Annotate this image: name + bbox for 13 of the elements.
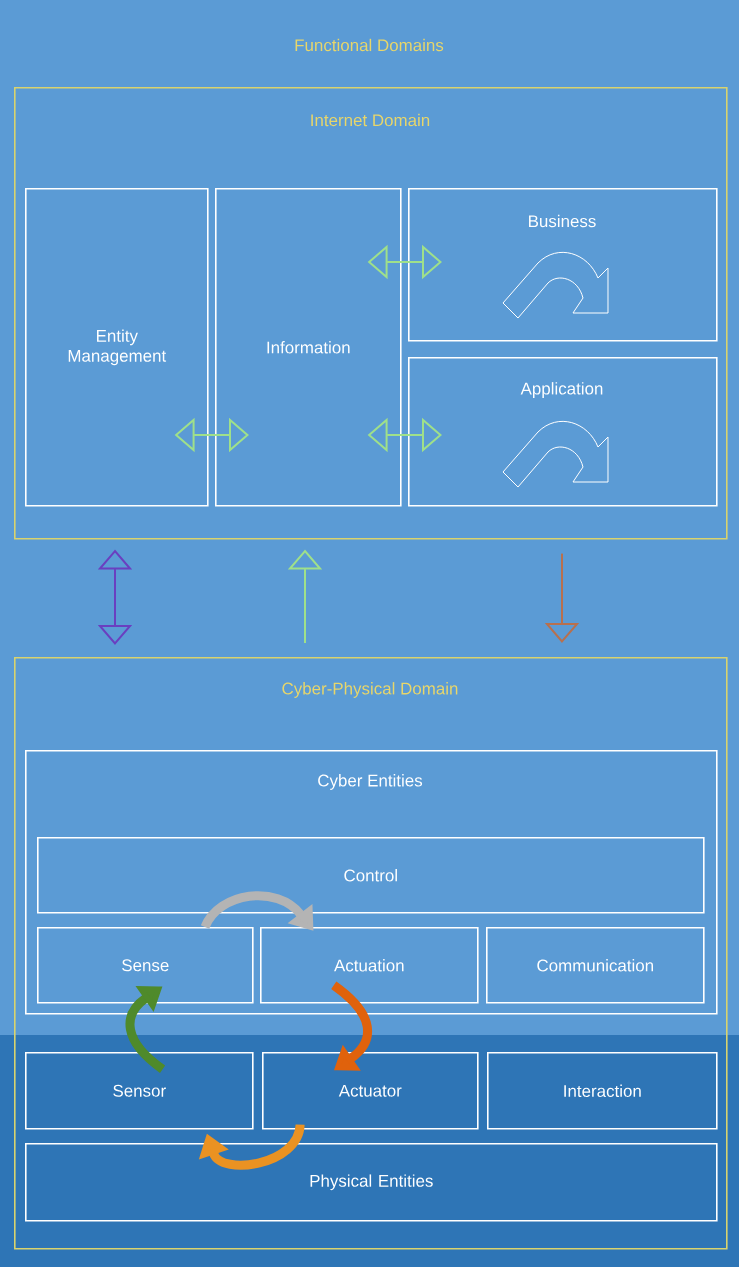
process-box: Sense <box>37 927 254 1004</box>
process-box: Actuation <box>260 927 479 1004</box>
process-box: Information <box>215 188 402 507</box>
process-box: Communication <box>486 927 705 1004</box>
process-box: Application <box>408 357 718 507</box>
process-box: Entity Management <box>25 188 209 507</box>
process-box: Sensor <box>25 1052 254 1130</box>
process-box: Physical Entities <box>25 1143 718 1222</box>
process-box: Interaction <box>487 1052 718 1130</box>
title: Functional Domains <box>295 38 444 52</box>
process-box: Control <box>37 837 705 914</box>
process-box: Business <box>408 188 718 342</box>
process-box: Actuator <box>262 1052 479 1130</box>
